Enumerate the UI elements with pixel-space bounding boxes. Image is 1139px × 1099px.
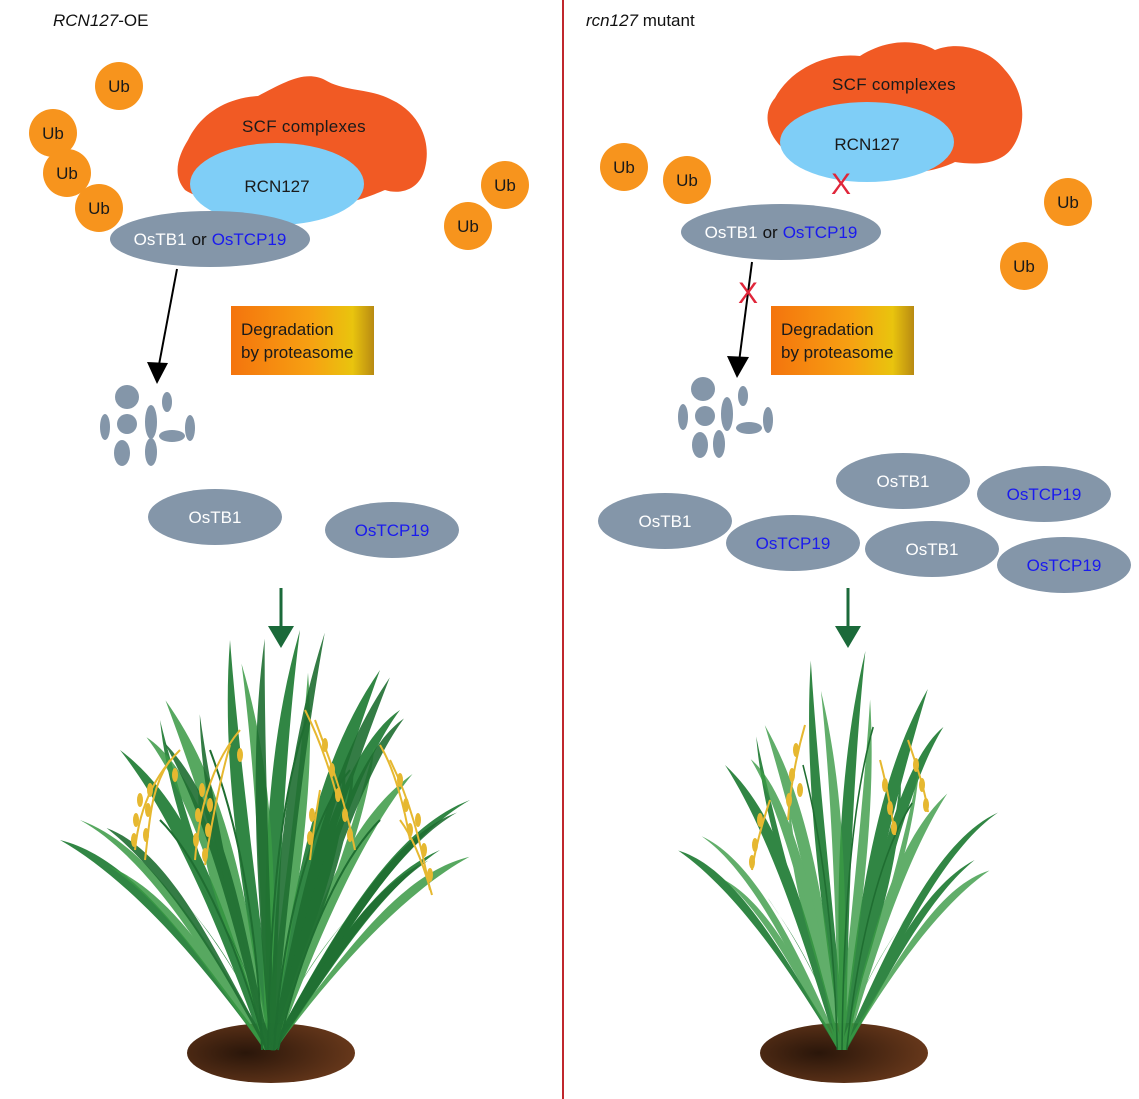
rcn127-label: RCN127 — [834, 135, 899, 154]
phenotype-arrowhead — [268, 626, 294, 648]
target-protein-ellipse — [681, 204, 881, 260]
svg-text:Ub: Ub — [42, 124, 64, 143]
svg-text:Ub: Ub — [457, 217, 479, 236]
degradation-box — [231, 306, 374, 375]
rcn127-ellipse — [780, 102, 954, 182]
ub-molecule: Ub — [444, 202, 492, 250]
degradation-arrowhead — [147, 362, 168, 384]
right-panel-title: rcn127 mutant — [586, 11, 695, 30]
scf-label: SCF complexes — [832, 75, 956, 94]
ostb1-label: OsTB1 — [877, 472, 930, 491]
svg-text:Ub: Ub — [56, 164, 78, 183]
degradation-arrowhead — [727, 356, 749, 378]
degradation-text-line2: by proteasome — [241, 343, 353, 362]
svg-text:Ub: Ub — [1013, 257, 1035, 276]
ostb1-protein — [148, 489, 282, 545]
degradation-arrow — [738, 261, 753, 363]
rice-panicles — [134, 709, 433, 896]
svg-text:Ub: Ub — [676, 171, 698, 190]
ostb1-protein — [865, 521, 999, 577]
left-panel: RCN127-OE SCF complexes RCN127 Ub Ub Ub … — [29, 11, 529, 1083]
ub-molecule: Ub — [600, 143, 648, 191]
ostb1-label: OsTB1 — [906, 540, 959, 559]
left-panel-title: RCN127-OE — [53, 11, 148, 30]
ostcp19-protein — [997, 537, 1131, 593]
svg-text:Ub: Ub — [88, 199, 110, 218]
ub-molecule: Ub — [663, 156, 711, 204]
degradation-box — [771, 306, 914, 375]
ostcp19-protein — [977, 466, 1111, 522]
rcn127-label: RCN127 — [244, 177, 309, 196]
ostb1-label: OsTB1 — [639, 512, 692, 531]
ostb1-protein — [598, 493, 732, 549]
svg-text:Ub: Ub — [494, 176, 516, 195]
ub-molecule: Ub — [1000, 242, 1048, 290]
soil-mound — [187, 1023, 355, 1083]
ostcp19-protein — [726, 515, 860, 571]
soil-mound — [760, 1023, 928, 1083]
rice-plant-tall — [60, 618, 470, 1083]
svg-text:Ub: Ub — [613, 158, 635, 177]
rcn127-ellipse — [190, 143, 364, 225]
protein-fragments — [678, 377, 773, 458]
ostb1-protein — [836, 453, 970, 509]
scf-label: SCF complexes — [242, 117, 366, 136]
ostcp19-label: OsTCP19 — [1007, 485, 1082, 504]
ostcp19-label: OsTCP19 — [355, 521, 430, 540]
binding-blocked-x: X — [831, 168, 851, 201]
degradation-text-line1: Degradation — [781, 320, 874, 339]
ub-molecule: Ub — [481, 161, 529, 209]
protein-fragments — [100, 385, 195, 466]
ostcp19-label: OsTCP19 — [1027, 556, 1102, 575]
ostcp19-label: OsTCP19 — [756, 534, 831, 553]
ub-molecule: Ub — [43, 149, 91, 197]
degradation-arrow — [157, 268, 178, 371]
svg-text:Ub: Ub — [108, 77, 130, 96]
degradation-text-line1: Degradation — [241, 320, 334, 339]
rice-plant-short — [678, 651, 998, 1083]
ostcp19-protein — [325, 502, 459, 558]
ub-molecule: Ub — [75, 184, 123, 232]
degradation-blocked-x: X — [738, 277, 758, 310]
ostb1-label: OsTB1 — [189, 508, 242, 527]
target-protein-ellipse — [110, 211, 310, 267]
svg-text:Ub: Ub — [1057, 193, 1079, 212]
right-panel: rcn127 mutant SCF complexes RCN127 X Ub … — [586, 11, 1131, 1083]
phenotype-arrowhead — [835, 626, 861, 648]
ub-molecule: Ub — [95, 62, 143, 110]
ub-molecule: Ub — [1044, 178, 1092, 226]
degradation-text-line2: by proteasome — [781, 343, 893, 362]
ub-molecule: Ub — [29, 109, 77, 157]
